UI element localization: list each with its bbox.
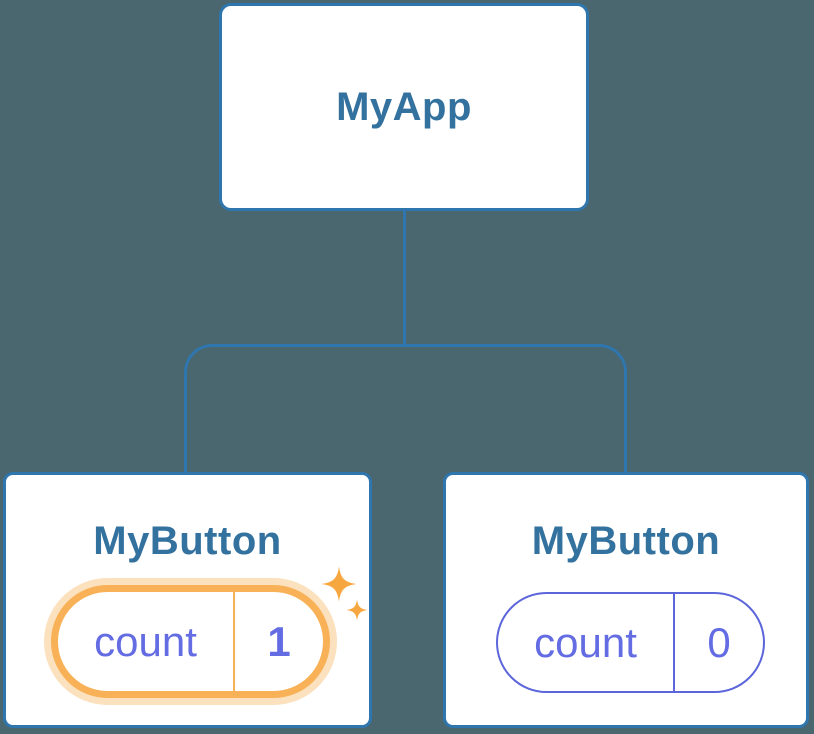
state-key: count — [534, 618, 637, 666]
state-pill-highlighted: count 1 — [51, 585, 330, 698]
state-value: 0 — [707, 618, 731, 666]
state-pill-divider — [673, 594, 675, 691]
child-component-card-highlighted: MyButton count 1 — [3, 472, 372, 728]
state-pill-plain: count 0 — [496, 592, 765, 693]
state-value: 1 — [267, 617, 291, 665]
connector-stem — [403, 211, 406, 346]
child-component-label: MyButton — [531, 519, 721, 563]
sparkles-icon — [321, 566, 368, 621]
root-component-card: MyApp — [219, 3, 589, 211]
child-component-card-plain: MyButton count 0 — [443, 472, 809, 728]
root-component-label: MyApp — [336, 84, 472, 129]
state-pill-divider — [233, 592, 235, 691]
state-key: count — [94, 617, 197, 665]
connector-bracket — [184, 344, 627, 472]
child-component-label: MyButton — [93, 519, 282, 563]
